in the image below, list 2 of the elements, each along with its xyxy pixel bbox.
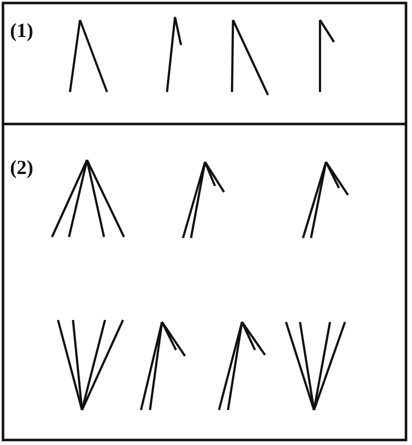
- panel-label: (2): [10, 157, 34, 180]
- panel-label: (1): [10, 20, 34, 43]
